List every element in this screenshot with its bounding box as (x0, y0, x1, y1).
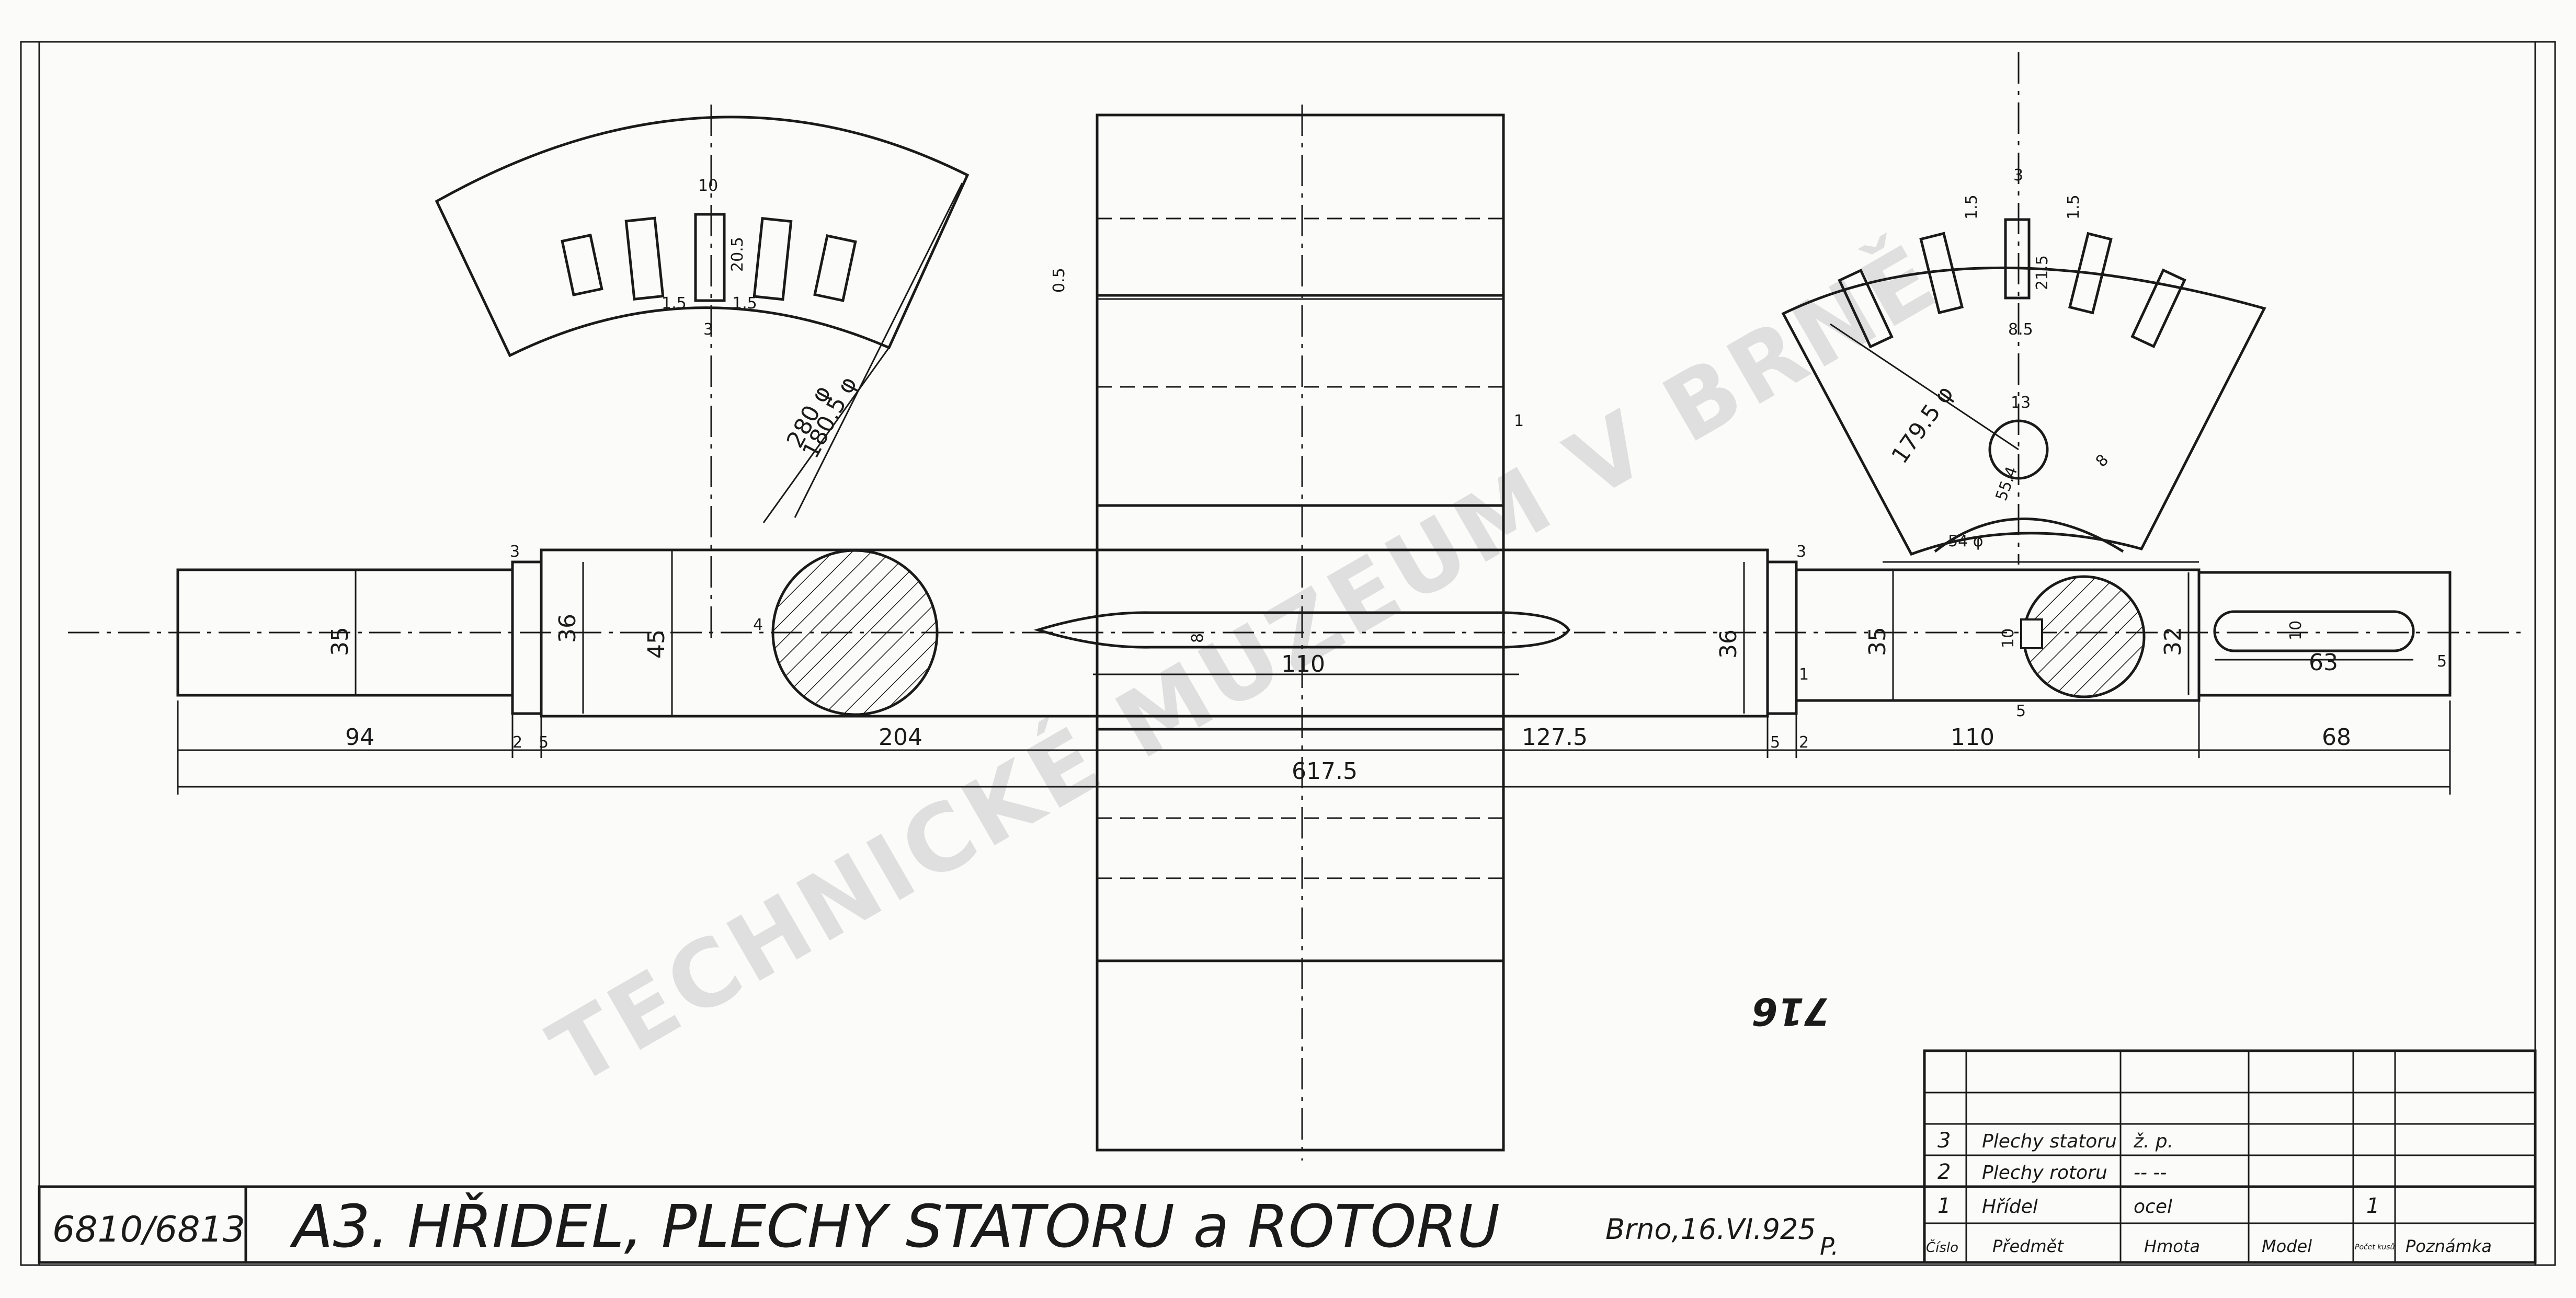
dim-len-middle: 204 (879, 724, 922, 751)
stator-tooth-left: 1.5 (662, 294, 687, 313)
parts-list: 3 Plechy statoru ž. p. 2 Plechy rotoru -… (1923, 1049, 2537, 1264)
rotor-slot-b: 1.5 (2065, 194, 2083, 220)
parts-header-material: Hmota (2144, 1236, 2200, 1256)
shaft-section-left (771, 549, 939, 716)
parts-row-1-material: -- -- (2134, 1162, 2167, 1184)
dim-small-3: 5 (1770, 733, 1780, 752)
dim-diam-right-end: 32 (2160, 627, 2186, 656)
dim-len-left: 94 (345, 724, 374, 751)
parts-row-2-material: ocel (2134, 1196, 2172, 1217)
parts-row-2-count: 1 (2366, 1194, 2379, 1218)
parts-row-1-no: 2 (1937, 1160, 1951, 1184)
lamination-label: 1 (1514, 412, 1524, 430)
handwritten-note: 716 (1752, 990, 1830, 1033)
stator-tooth-right: 1.5 (732, 294, 757, 313)
dim-small-6: 1 (1799, 665, 1809, 684)
rotor-bore: 54 φ (1948, 532, 1984, 550)
dim-end-key-length: 63 (2309, 649, 2338, 676)
dim-small-1: 2 (512, 733, 522, 752)
parts-row-2-no: 1 (1937, 1194, 1951, 1218)
dim-small-8: 5 (2016, 702, 2026, 720)
dim-diam-right-groove: 36 (1715, 629, 1742, 659)
signature: P. (1820, 1232, 1839, 1260)
stator-opening: 3 (703, 320, 713, 339)
parts-row-1-item: Plechy rotoru (1982, 1162, 2107, 1184)
rotor-key-width: 13 (2011, 394, 2031, 412)
sheet-border (20, 41, 2556, 1266)
parts-row-2-item: Hřídel (1982, 1196, 2038, 1217)
dim-keyway-length: 110 (1281, 651, 1325, 677)
dim-diam-groove: 36 (554, 614, 581, 643)
stator-slot-width: 10 (698, 177, 718, 195)
parts-row-0-no: 3 (1937, 1129, 1951, 1153)
dim-diam-middle: 45 (643, 629, 670, 659)
dim-small-0: 3 (510, 543, 520, 561)
place-date: Brno,16.VI.925 (1605, 1213, 1816, 1246)
rotor-slot-a: 1.5 (1963, 194, 1981, 220)
dim-len-total: 617.5 (1292, 758, 1358, 785)
title-block: 6810/6813 A3. HŘIDEL, PLECHY STATORU a R… (38, 990, 2537, 1264)
dim-end-key-width: 10 (2287, 621, 2305, 640)
parts-row-0-item: Plechy statoru (1982, 1131, 2117, 1152)
dim-keyway-width: 8 (1189, 633, 1207, 643)
rotor-slot-width2: 8.5 (2008, 320, 2033, 339)
dim-small-9: 10 (1999, 628, 2018, 648)
stator-slot-depth: 20.5 (728, 237, 747, 272)
parts-header-no: Číslo (1926, 1239, 1958, 1256)
dim-len-right: 110 (1951, 724, 1994, 751)
drawing-title: A3. HŘIDEL, PLECHY STATORU a ROTORU (290, 1192, 1500, 1261)
dim-diam-right: 35 (1864, 627, 1891, 656)
parts-row-0-material: ž. p. (2133, 1131, 2173, 1152)
dim-small-2: 5 (539, 733, 549, 752)
dim-diam-left-end: 35 (327, 627, 354, 656)
dim-small-5: 3 (1796, 543, 1806, 561)
parts-header-model: Model (2262, 1236, 2312, 1256)
dim-small-4: 2 (1799, 733, 1809, 752)
dim-small-7: 4 (753, 616, 763, 634)
shaft-view: 35 36 45 36 35 32 8 110 10 63 94 204 127… (68, 543, 2521, 795)
rotor-slot-depth: 21.5 (2033, 255, 2051, 290)
parts-header-item: Předmět (1992, 1236, 2064, 1256)
rotor-slot-width: 3 (2013, 166, 2023, 185)
parts-header-count: Počet kusů (2355, 1243, 2395, 1251)
parts-header-note: Poznámka (2406, 1236, 2492, 1256)
dim-small-10: 5 (2437, 652, 2447, 671)
lamination-gap-dim: 0.5 (1050, 268, 1068, 293)
dim-len-end: 68 (2322, 724, 2351, 751)
dim-len-right-mid: 127.5 (1522, 724, 1588, 751)
drawing-number: 6810/6813 (52, 1209, 245, 1250)
